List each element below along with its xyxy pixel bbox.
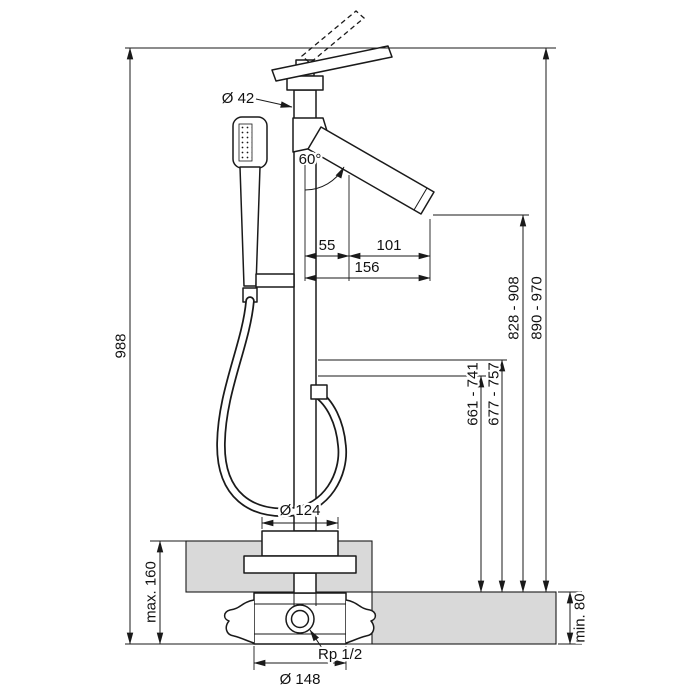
- dim-spout-angle-label: 60°: [299, 151, 322, 168]
- lever-handle-alt-position: [300, 10, 366, 64]
- handshower-handle: [239, 166, 261, 287]
- dim-spout-offset-label: 55: [319, 237, 336, 254]
- escutcheon-flange: [243, 555, 357, 574]
- connection-thread-leader: [309, 629, 323, 649]
- shower-hose: [216, 296, 348, 518]
- dim-base-label: Ø 148: [280, 671, 321, 688]
- escutcheon-upper: [261, 530, 339, 557]
- lever-handle: [271, 45, 393, 82]
- dim-overall-height-label: 988: [113, 333, 130, 358]
- dim-spout-reach-label: 156: [354, 259, 379, 276]
- riser-diameter-leader: [255, 98, 293, 108]
- dim-spout-outlet-height-label: 828 - 908: [506, 276, 523, 339]
- spout-angle-arc: [304, 166, 345, 191]
- handle-cap: [286, 75, 324, 91]
- spout-tube: [307, 126, 435, 215]
- shower-holder-bracket: [255, 273, 295, 288]
- handle-assembly: [271, 10, 393, 91]
- installation-flange-left: [223, 599, 255, 644]
- dim-holder-height-label: 677 - 757: [486, 362, 503, 425]
- dim-min-floor-label: min. 80: [572, 593, 589, 642]
- spout: [292, 117, 435, 215]
- concealed-installation-unit: [223, 592, 377, 645]
- dim-connection-thread-label: Rp 1/2: [318, 646, 362, 663]
- connection-boss-inner: [290, 609, 310, 629]
- riser-pipe-through-floor: [293, 572, 317, 594]
- spout-outlet-rim: [413, 187, 428, 211]
- handshower: [232, 116, 295, 303]
- dim-handle-top-height-label: 890 - 970: [529, 276, 546, 339]
- dim-hose-height-label: 661 - 741: [465, 362, 482, 425]
- hose-outer: [216, 296, 348, 518]
- riser-and-base: [243, 89, 357, 594]
- structural-floor-right: [371, 591, 557, 645]
- dimensions: 988 max. 160 Ø 42 60° 55 101 156 661 - 7…: [110, 47, 591, 690]
- dim-riser-diameter-label: Ø 42: [222, 90, 255, 107]
- dim-max-floor-label: max. 160: [143, 561, 160, 623]
- hose-connection-nut: [310, 384, 328, 400]
- handshower-spray-face: [238, 123, 253, 162]
- installation-flange-right: [345, 599, 377, 644]
- dim-escutcheon-label: Ø 124: [280, 502, 321, 519]
- hose-inner: [217, 298, 346, 516]
- dim-spout-outer-label: 101: [376, 237, 401, 254]
